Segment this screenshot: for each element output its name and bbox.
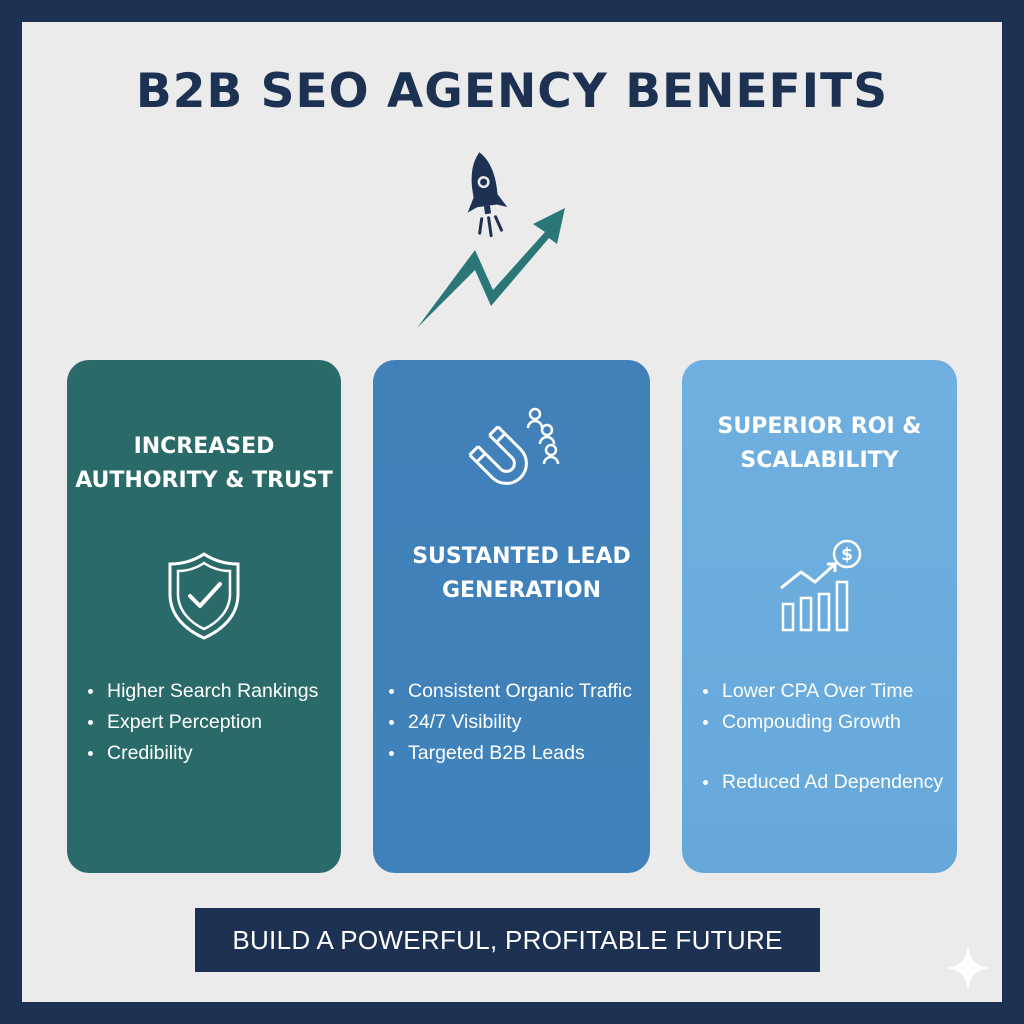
benefit-list: Lower CPA Over Time Compouding Growth Re… — [701, 676, 943, 798]
card-heading: SUSTANTED LEAD GENERATION — [412, 544, 631, 603]
list-item: Credibility — [86, 738, 318, 769]
magnet-people-icon — [468, 407, 560, 485]
benefit-list: Consistent Organic Traffic 24/7 Visibili… — [387, 676, 632, 769]
rocket-icon — [467, 152, 508, 238]
card-authority-trust: INCREASED AUTHORITY & TRUST Higher Searc… — [67, 360, 341, 873]
shield-check-icon — [168, 552, 240, 640]
list-item: Consistent Organic Traffic — [387, 676, 632, 707]
list-item: Higher Search Rankings — [86, 676, 318, 707]
growth-chart-dollar-icon: $ — [780, 539, 862, 632]
card-heading: SUPERIOR ROI & SCALABILITY — [717, 414, 922, 473]
benefit-list: Higher Search Rankings Expert Perception… — [86, 676, 318, 769]
list-item: Reduced Ad Dependency — [701, 767, 943, 798]
list-item: Expert Perception — [86, 707, 318, 738]
list-item: Lower CPA Over Time — [701, 676, 943, 707]
card-lead-generation: SUSTANTED LEAD GENERATION Consistent Org… — [373, 360, 650, 873]
list-item: 24/7 Visibility — [387, 707, 632, 738]
list-item: Targeted B2B Leads — [387, 738, 632, 769]
page-title: B2B SEO AGENCY BENEFITS — [135, 64, 889, 119]
rocket-growth-arrow-icon — [417, 152, 565, 328]
svg-text:$: $ — [841, 545, 853, 565]
card-heading: INCREASED AUTHORITY & TRUST — [75, 434, 333, 493]
growth-arrow-icon — [417, 208, 565, 328]
list-item: Compouding Growth — [701, 707, 943, 738]
cta-banner: BUILD A POWERFUL, PROFITABLE FUTURE — [195, 908, 820, 972]
card-roi-scalability: SUPERIOR ROI & SCALABILITY $ Lower CPA O… — [682, 360, 957, 873]
sparkle-icon — [946, 946, 990, 990]
